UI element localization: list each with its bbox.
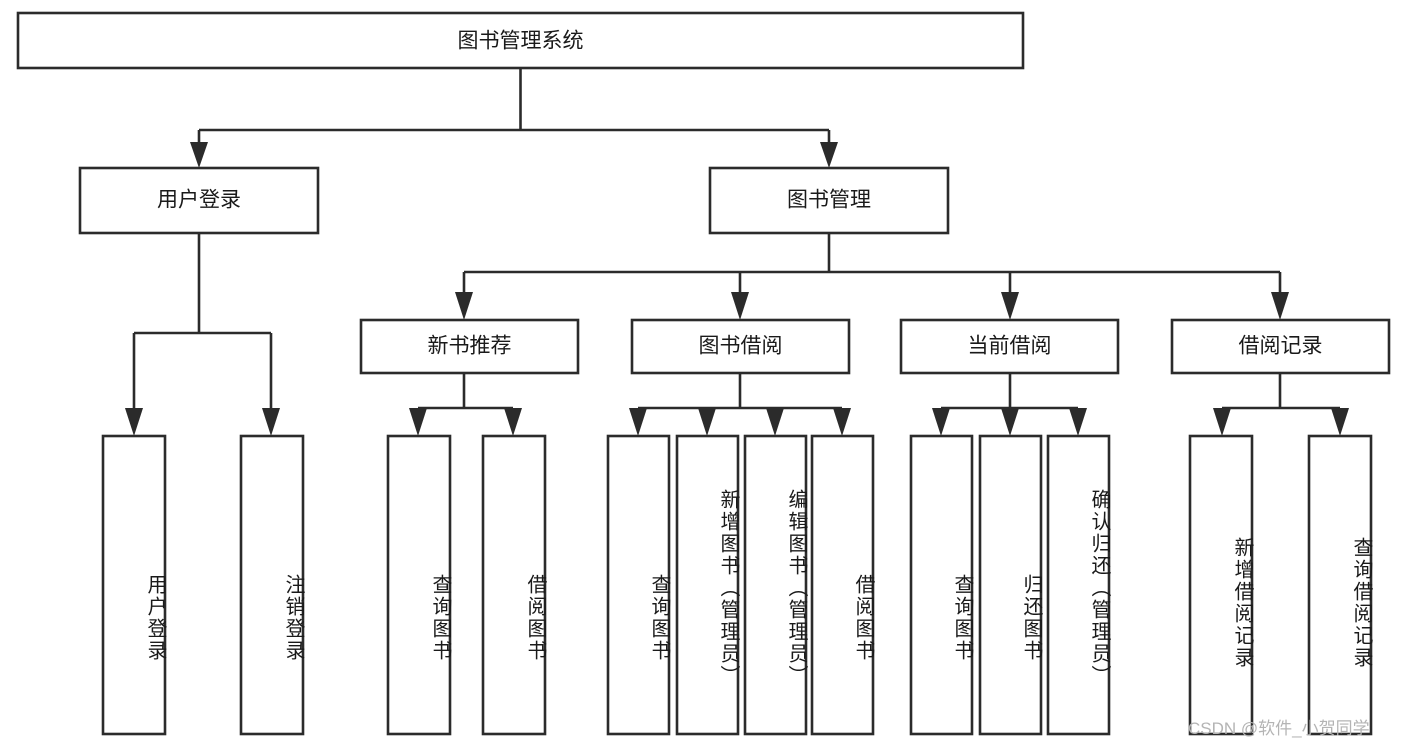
arrow-bookmgmt-c2 [731, 292, 749, 320]
node-borrow-records[interactable]: 借阅记录 [1170, 318, 1391, 375]
arrow-rec-leaf2 [504, 408, 522, 436]
leaf-box-user-login-1[interactable] [101, 434, 167, 736]
arrow-root-to-bookmgmt [820, 142, 838, 168]
leaf-box-borrow-1[interactable] [606, 434, 671, 736]
leaf-box-current-1[interactable] [909, 434, 974, 736]
node-book-borrow-box[interactable] [630, 318, 851, 375]
node-book-borrow[interactable]: 图书借阅 [630, 318, 851, 375]
leaf-box-recommend-2[interactable] [481, 434, 547, 736]
node-current-borrow-box[interactable] [899, 318, 1120, 375]
arrow-bookmgmt-c1 [455, 292, 473, 320]
leaf-box-user-login-2[interactable] [239, 434, 305, 736]
node-new-book-recommend[interactable]: 新书推荐 [359, 318, 580, 375]
node-book-management[interactable]: 图书管理 [708, 166, 950, 235]
node-user-login[interactable]: 用户登录 [78, 166, 320, 235]
node-borrow-records-label: 借阅记录 [1239, 335, 1323, 358]
node-borrow-records-box[interactable] [1170, 318, 1391, 375]
node-user-login-box[interactable] [78, 166, 320, 235]
arrow-root-to-login [190, 142, 208, 168]
arrow-borrow-leaf4 [833, 408, 851, 436]
leaf-box-current-2[interactable] [978, 434, 1043, 736]
arrow-record-leaf1 [1213, 408, 1231, 436]
arrow-login-leaf1 [125, 408, 143, 436]
node-root-box[interactable] [16, 11, 1025, 70]
arrow-rec-leaf1 [409, 408, 427, 436]
leaf-box-current-3[interactable] [1046, 434, 1111, 736]
node-current-borrow[interactable]: 当前借阅 [899, 318, 1120, 375]
leaf-box-record-2[interactable] [1307, 434, 1373, 736]
node-book-borrow-label: 图书借阅 [699, 335, 783, 358]
node-user-login-label: 用户登录 [157, 189, 241, 212]
node-book-management-box[interactable] [708, 166, 950, 235]
arrow-record-leaf2 [1331, 408, 1349, 436]
leaf-box-borrow-3[interactable] [743, 434, 808, 736]
csdn-watermark: CSDN @软件_小贺同学 [1188, 719, 1370, 738]
leaf-box-group [101, 434, 1373, 736]
node-new-book-recommend-label: 新书推荐 [428, 335, 512, 358]
node-new-book-recommend-box[interactable] [359, 318, 580, 375]
leaf-box-record-1[interactable] [1188, 434, 1254, 736]
arrow-login-leaf2 [262, 408, 280, 436]
arrow-current-leaf3 [1069, 408, 1087, 436]
node-book-management-label: 图书管理 [787, 189, 871, 212]
leaf-box-borrow-2[interactable] [675, 434, 740, 736]
arrow-current-leaf1 [932, 408, 950, 436]
connector-group [125, 68, 1349, 436]
arrow-borrow-leaf1 [629, 408, 647, 436]
arrow-bookmgmt-c4 [1271, 292, 1289, 320]
node-root-label: 图书管理系统 [458, 30, 584, 53]
arrow-borrow-leaf2 [698, 408, 716, 436]
node-current-borrow-label: 当前借阅 [968, 335, 1052, 358]
arrow-current-leaf2 [1001, 408, 1019, 436]
node-root[interactable]: 图书管理系统 [16, 11, 1025, 70]
leaf-box-recommend-1[interactable] [386, 434, 452, 736]
arrow-bookmgmt-c3 [1001, 292, 1019, 320]
arrow-borrow-leaf3 [766, 408, 784, 436]
leaf-box-borrow-4[interactable] [810, 434, 875, 736]
